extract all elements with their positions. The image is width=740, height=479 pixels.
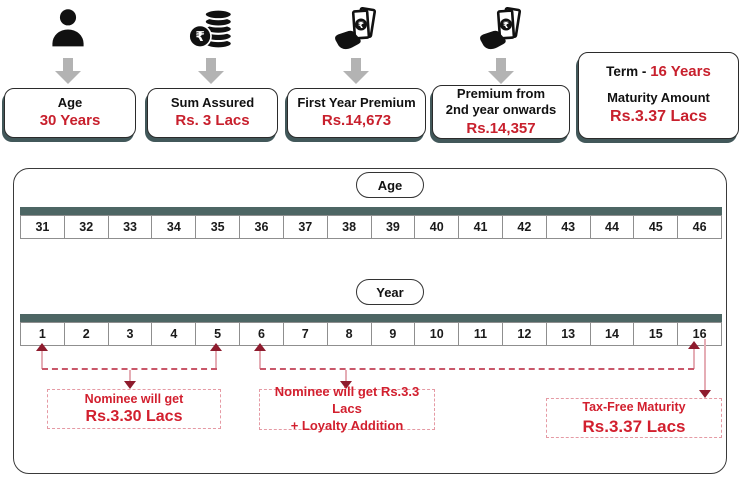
connector-years-1-5: [42, 368, 217, 370]
year-row-label: Year: [356, 279, 424, 305]
callout-nominee-330-line2: Rs.3.30 Lacs: [85, 408, 183, 426]
year-cell: 8: [326, 322, 372, 346]
maturity-amount-title: Maturity Amount: [607, 90, 710, 106]
year5-up-arrow-icon: [210, 343, 222, 351]
rupee-coins-icon: ₹: [186, 4, 236, 54]
age-cell: 36: [239, 215, 284, 239]
callout3-down-arrow-icon: [699, 390, 711, 398]
card-sum-assured-value: Rs. 3 Lacs: [175, 112, 250, 130]
card-age-title: Age: [57, 95, 83, 111]
age-cell: 32: [63, 215, 109, 239]
age-cell: 38: [326, 215, 372, 239]
money-in-hand-icon: ₹: [332, 6, 380, 54]
callout3-drop-tail: [704, 339, 706, 390]
age-cell: 44: [589, 215, 635, 239]
callout-nominee-loyalty: Nominee will get Rs.3.3 Lacs + Loyalty A…: [259, 384, 435, 433]
age-cell: 37: [282, 215, 328, 239]
card-renewal-premium-title: Premium from 2nd year onwards: [445, 86, 557, 118]
year1-arrow-tail: [41, 351, 43, 369]
year-cell: 7: [282, 322, 328, 346]
age-cell: 45: [633, 215, 679, 239]
callout-nominee-330: Nominee will get Rs.3.30 Lacs: [47, 389, 221, 429]
callout-nominee-330-line1: Nominee will get: [84, 391, 184, 406]
year-row-bar: [20, 314, 722, 322]
callout-nominee-loyalty-line1: Nominee will get Rs.3.3 Lacs: [274, 384, 420, 417]
year16-up-arrow-icon: [688, 341, 700, 349]
card-renewal-premium: Premium from 2nd year onwards Rs.14,357: [432, 85, 570, 139]
down-arrow-icon: [488, 58, 514, 84]
age-cell: 40: [414, 215, 460, 239]
year6-arrow-tail: [259, 351, 261, 369]
year-cell: 12: [501, 322, 547, 346]
down-arrow-icon: [343, 58, 369, 84]
age-cell: 33: [107, 215, 153, 239]
svg-text:₹: ₹: [195, 29, 204, 45]
year1-up-arrow-icon: [36, 343, 48, 351]
year-cell: 13: [545, 322, 591, 346]
callout-nominee-loyalty-line2: + Loyalty Addition: [290, 418, 404, 434]
year6-up-arrow-icon: [254, 343, 266, 351]
term-value: 16 Years: [650, 63, 711, 81]
year16-arrow-tail: [693, 349, 695, 369]
callout-tax-free-maturity-line1: Tax-Free Maturity: [582, 400, 686, 415]
down-arrow-icon: [198, 58, 224, 84]
svg-text:₹: ₹: [503, 21, 509, 31]
age-cell: 46: [677, 215, 722, 239]
year-cell: 3: [107, 322, 153, 346]
age-cell: 39: [370, 215, 416, 239]
year-cell: 9: [370, 322, 416, 346]
year-cell: 11: [458, 322, 503, 346]
term-label: Term -: [606, 64, 647, 80]
callout2-down-arrow-icon: [340, 381, 352, 389]
callout1-drop-tail: [129, 370, 131, 381]
callout1-down-arrow-icon: [124, 381, 136, 389]
age-row-bar: [20, 207, 722, 215]
year-row-label-text: Year: [376, 284, 404, 300]
year-cell: 1: [20, 322, 65, 346]
term-line: Term - 16 Years: [606, 63, 711, 80]
year-cell: 15: [633, 322, 679, 346]
card-first-year-premium-value: Rs.14,673: [321, 112, 392, 130]
callout2-drop-tail: [345, 370, 347, 381]
card-renewal-premium-value: Rs.14,357: [466, 119, 536, 137]
svg-text:₹: ₹: [358, 21, 364, 31]
maturity-amount-value: Rs.3.37 Lacs: [610, 107, 707, 125]
card-sum-assured-title: Sum Assured: [170, 95, 255, 111]
age-cell: 42: [501, 215, 547, 239]
age-cell: 43: [545, 215, 591, 239]
age-cell: 41: [458, 215, 503, 239]
year-cell: 4: [151, 322, 197, 346]
callout-tax-free-maturity: Tax-Free Maturity Rs.3.37 Lacs: [546, 398, 722, 438]
connector-years-6-16: [260, 368, 694, 370]
card-term-maturity: Term - 16 Years Maturity Amount Rs.3.37 …: [578, 52, 739, 139]
card-first-year-premium-title: First Year Premium: [297, 95, 416, 111]
age-cell: 31: [20, 215, 65, 239]
year-cell: 14: [589, 322, 635, 346]
age-row-label-text: Age: [377, 177, 403, 193]
card-age: Age 30 Years: [4, 88, 136, 138]
down-arrow-icon: [55, 58, 81, 84]
card-sum-assured: Sum Assured Rs. 3 Lacs: [147, 88, 278, 138]
person-icon: [46, 5, 90, 51]
year-cell: 10: [414, 322, 460, 346]
money-in-hand-icon: ₹: [477, 6, 525, 54]
year-cell: 2: [63, 322, 109, 346]
age-row-label: Age: [356, 172, 424, 198]
age-cell: 35: [195, 215, 241, 239]
callout-tax-free-maturity-line2: Rs.3.37 Lacs: [582, 416, 686, 436]
card-age-value: 30 Years: [39, 112, 101, 130]
age-cell: 34: [151, 215, 197, 239]
year5-arrow-tail: [215, 351, 217, 369]
card-first-year-premium: First Year Premium Rs.14,673: [287, 88, 426, 138]
